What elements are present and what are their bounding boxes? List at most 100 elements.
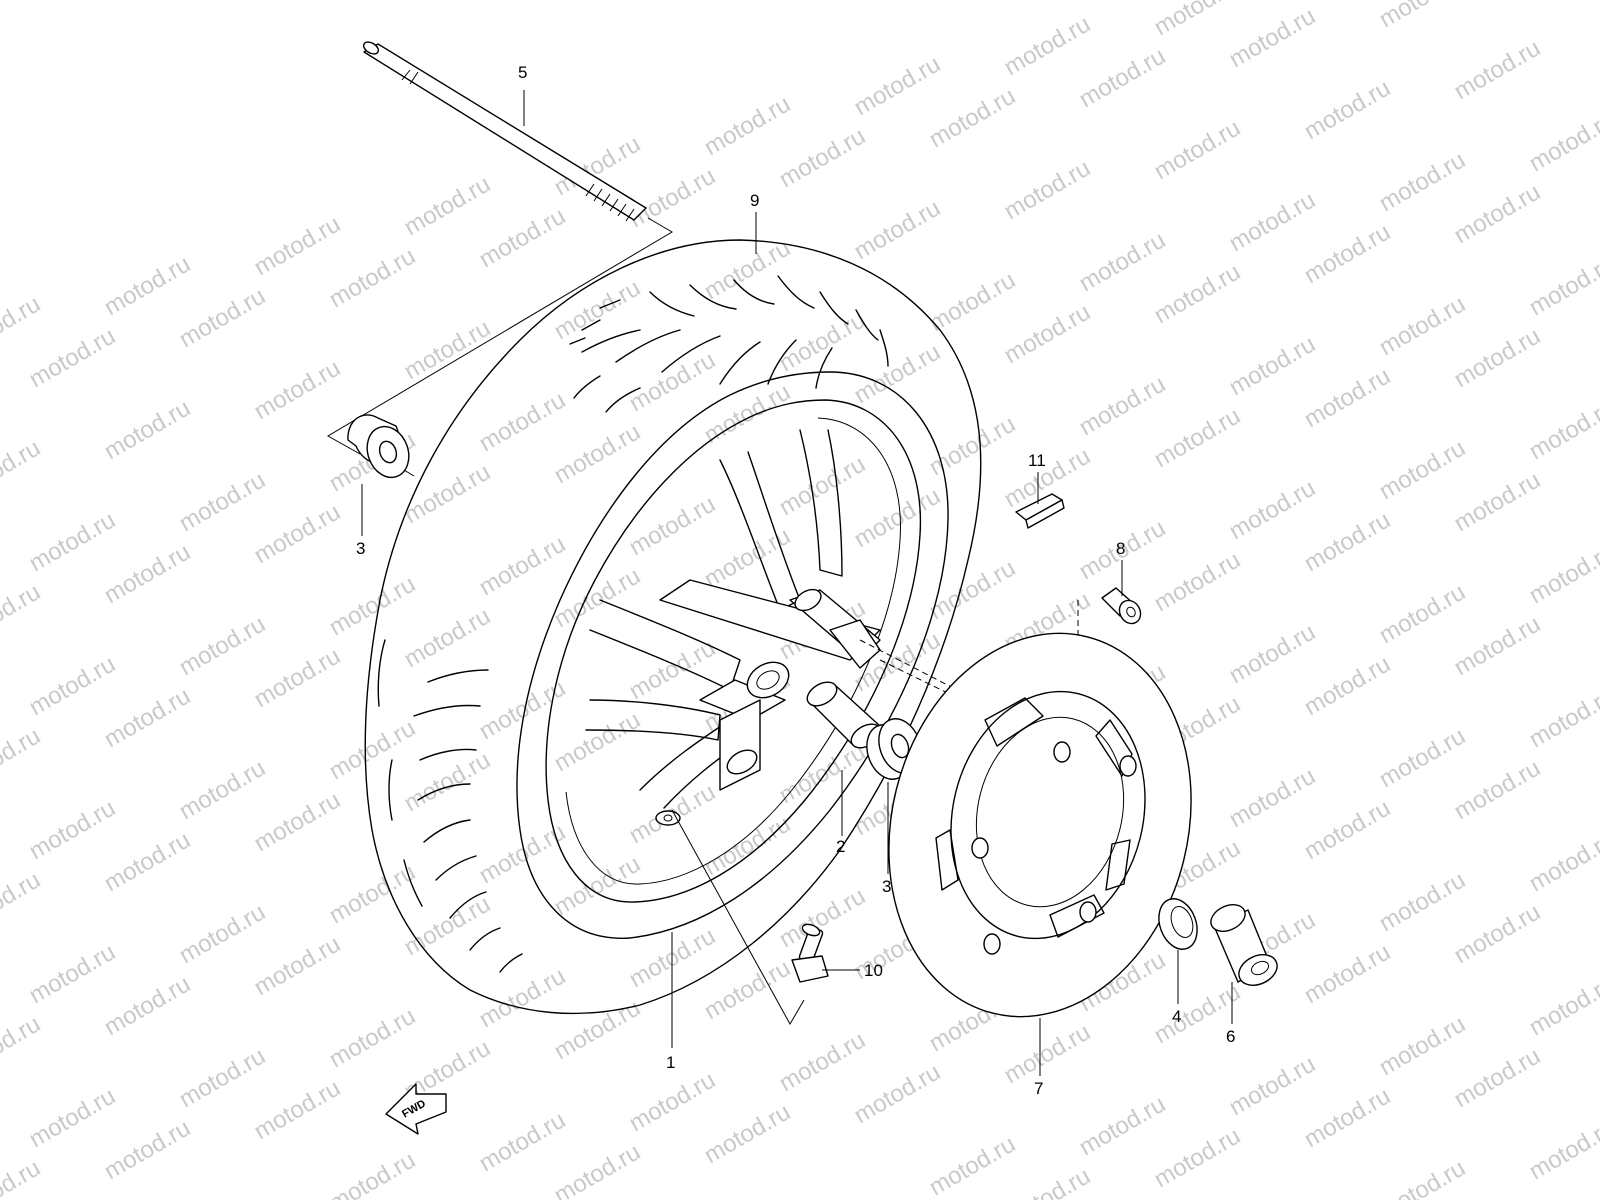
tire (364, 239, 982, 1015)
watermark-text: motod.ru (850, 338, 946, 409)
watermark-text: motod.ru (1000, 1162, 1096, 1200)
watermark-text: motod.ru (775, 882, 871, 953)
watermark-text: motod.ru (175, 610, 271, 681)
watermark-text: motod.ru (400, 746, 496, 817)
balancer (1015, 493, 1065, 529)
watermark-text: motod.ru (250, 642, 346, 713)
dust-seal (1158, 898, 1198, 950)
callout-8: 8 (1116, 539, 1125, 558)
brake-disc (888, 632, 1192, 1018)
watermark-text: motod.ru (1225, 1050, 1321, 1121)
valve (791, 923, 829, 983)
callout-11: 11 (1028, 451, 1046, 470)
callout-3-left: 3 (356, 539, 365, 558)
watermark-text: motod.ru (325, 1146, 421, 1200)
watermark-text: motod.ru (1150, 402, 1246, 473)
watermark-text: motod.ru (550, 994, 646, 1065)
watermark-text: motod.ru (700, 810, 796, 881)
wheel (585, 429, 881, 826)
watermark-text: motod.ru (175, 898, 271, 969)
watermark-text: motod.ru (1075, 42, 1171, 113)
watermark-text: motod.ru (400, 602, 496, 673)
watermark-text: motod.ru (250, 930, 346, 1001)
watermark-text: motod.ru (1075, 226, 1171, 297)
watermark-text: motod.ru (475, 818, 571, 889)
watermark-text: motod.ru (0, 1010, 45, 1081)
watermark-text: motod.ru (25, 506, 121, 577)
watermark-text: motod.ru (250, 210, 346, 281)
watermark-text: motod.ru (0, 1154, 45, 1200)
watermark-text: motod.ru (625, 162, 721, 233)
watermark-text: motod.ru (1525, 1114, 1600, 1185)
watermark-text: motod.ru (625, 346, 721, 417)
watermark-text: motod.ru (1225, 2, 1321, 73)
callout-labels: 5 9 3 11 8 2 3 10 4 6 7 1 (356, 63, 1235, 1098)
watermark-text: motod.ru (325, 858, 421, 929)
callout-6: 6 (1226, 1027, 1235, 1046)
fwd-arrow: FWD (385, 1083, 447, 1135)
callout-4: 4 (1172, 1007, 1181, 1026)
watermark-text: motod.ru (1450, 466, 1546, 537)
watermark-text: motod.ru (700, 522, 796, 593)
watermark-text: motod.ru (250, 498, 346, 569)
watermark-text: motod.ru (550, 418, 646, 489)
watermark-text: motod.ru (1225, 762, 1321, 833)
watermark-text: motod.ru (100, 394, 196, 465)
watermark-text: motod.ru (1075, 1090, 1171, 1161)
watermark-text: motod.ru (1450, 178, 1546, 249)
watermark-text: motod.ru (1000, 10, 1096, 81)
callout-10: 10 (864, 961, 883, 980)
watermark-text: motod.ru (1225, 474, 1321, 545)
callout-1: 1 (666, 1053, 675, 1072)
leader-lines (361, 90, 1233, 1076)
watermark-text: motod.ru (1450, 322, 1546, 393)
watermark-text: motod.ru (1375, 434, 1471, 505)
watermark-text: motod.ru (1300, 74, 1396, 145)
watermark-text: motod.ru (1300, 938, 1396, 1009)
watermark-text: motod.ru (1450, 898, 1546, 969)
watermark-text: motod.ru (925, 410, 1021, 481)
bearing-left (347, 414, 410, 479)
watermark-text: motod.ru (1300, 506, 1396, 577)
watermark-text: motod.ru (0, 578, 45, 649)
watermark-text: motod.ru (25, 938, 121, 1009)
watermark-text: motod.ru (1300, 1082, 1396, 1153)
watermark-text: motod.ru (1000, 298, 1096, 369)
watermark-text: motod.ru (175, 1042, 271, 1113)
watermark-text: motod.ru (1300, 794, 1396, 865)
watermark-text: motod.ru (1450, 34, 1546, 105)
watermark-text: motod.ru (25, 322, 121, 393)
watermark-text: motod.ru (100, 538, 196, 609)
watermark-text: motod.ru (775, 450, 871, 521)
watermark-text: motod.ru (1375, 146, 1471, 217)
watermark-text: motod.ru (1525, 538, 1600, 609)
watermark-text: motod.ru (1150, 114, 1246, 185)
watermark-text: motod.ru (475, 202, 571, 273)
watermark-text: motod.ru (25, 650, 121, 721)
watermark-text: motod.ru (100, 826, 196, 897)
watermark-text: motod.ru (1525, 394, 1600, 465)
watermark-text: motod.ru (700, 1098, 796, 1169)
watermark-text: motod.ru (1450, 1042, 1546, 1113)
callout-7: 7 (1034, 1079, 1043, 1098)
watermark-text: motod.ru (25, 1082, 121, 1153)
watermark-text: motod.ru (475, 386, 571, 457)
watermark-text: motod.ru (400, 170, 496, 241)
watermark-text: motod.ru (1000, 1018, 1096, 1089)
watermark-text: motod.ru (1375, 578, 1471, 649)
watermark-text: motod.ru (700, 90, 796, 161)
watermark-text: motod.ru (1450, 754, 1546, 825)
watermark-text: motod.ru (325, 242, 421, 313)
callout-9: 9 (750, 191, 759, 210)
watermark-text: motod.ru (250, 354, 346, 425)
watermark-text: motod.ru (1225, 330, 1321, 401)
watermark-text: motod.ru (1225, 186, 1321, 257)
watermark-text: motod.ru (0, 434, 45, 505)
disc-bolt (1101, 587, 1142, 625)
watermark-text: motod.ru (1525, 250, 1600, 321)
watermark-text: motod.ru (1150, 0, 1246, 41)
watermark-text: motod.ru (1525, 970, 1600, 1041)
watermark-text: motod.ru (250, 786, 346, 857)
watermark-text: motod.ru (325, 570, 421, 641)
